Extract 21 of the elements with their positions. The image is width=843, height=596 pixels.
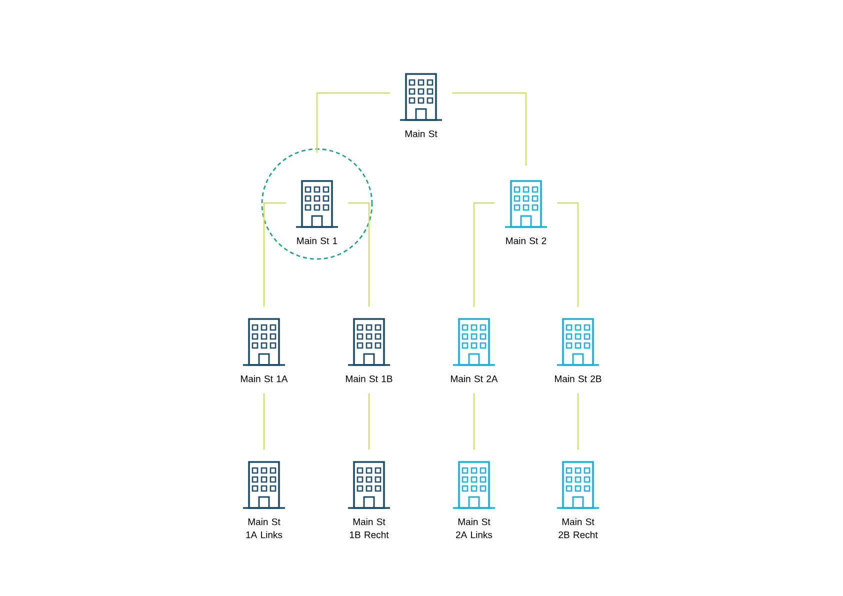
connector-line xyxy=(452,92,527,166)
building-label: Main St 2B xyxy=(555,375,602,382)
building-label: Main St 2B Recht xyxy=(558,518,598,538)
connector-line xyxy=(473,393,475,450)
building-label: Main St 1 xyxy=(297,237,338,244)
connector-line xyxy=(263,202,286,307)
building-label: Main St 2 xyxy=(506,237,546,244)
connector-line xyxy=(577,393,579,450)
connector-line xyxy=(368,393,370,450)
building-label: Main St 1B xyxy=(346,375,392,382)
building-label: Main St xyxy=(405,130,438,138)
connector-line xyxy=(348,202,370,307)
building-label: Main St 1A Links xyxy=(246,518,282,538)
building-label: Main St 2A Links xyxy=(456,518,492,538)
connector-line xyxy=(316,92,390,153)
connector-line xyxy=(263,393,265,450)
connector-line xyxy=(557,202,579,307)
connector-line xyxy=(473,202,495,307)
building-label: Main St 1A xyxy=(241,375,288,382)
building-label: Main St 1B Recht xyxy=(350,518,389,538)
building-label: Main St 2A xyxy=(451,375,498,382)
